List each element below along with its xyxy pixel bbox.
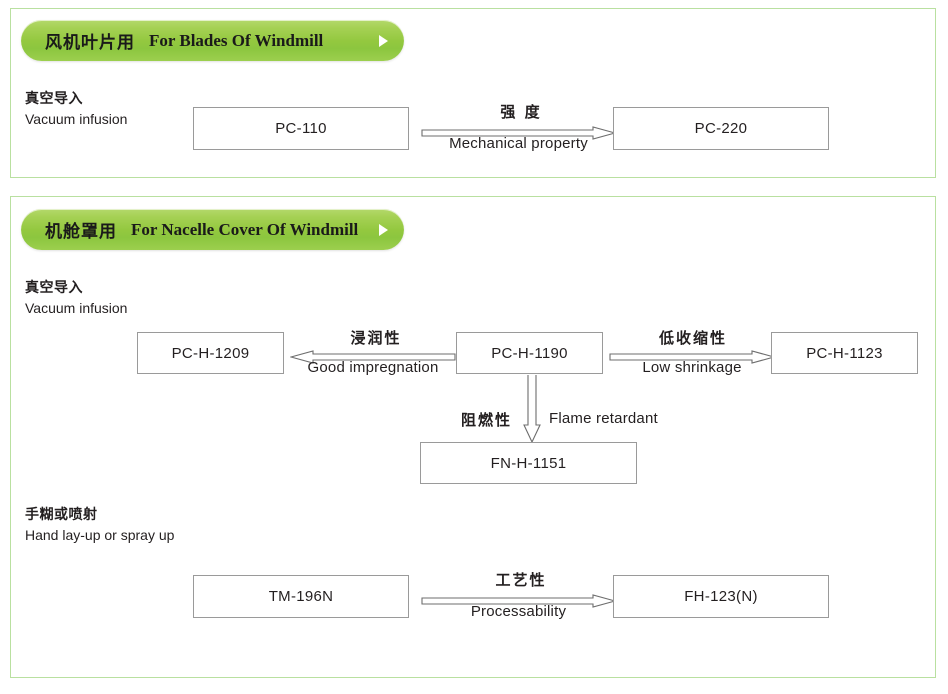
- process-label-en: Vacuum infusion: [25, 300, 128, 317]
- section-header-blades[interactable]: 风机叶片用 For Blades Of Windmill: [21, 20, 404, 61]
- play-triangle-icon: [379, 223, 388, 236]
- section-header-nacelle-label-en: For Nacelle Cover Of Windmill: [131, 219, 359, 239]
- product-box-pc-110[interactable]: PC-110: [193, 107, 409, 150]
- arrow-caption-low-shrinkage-en: Low shrinkage: [642, 359, 742, 376]
- product-box-fn-h-1151[interactable]: FN-H-1151: [420, 442, 637, 484]
- section-header-nacelle[interactable]: 机舱罩用 For Nacelle Cover Of Windmill: [21, 209, 404, 250]
- play-triangle-icon: [379, 34, 388, 47]
- product-box-pc-220[interactable]: PC-220: [613, 107, 829, 150]
- section-panel-nacelle: 机舱罩用 For Nacelle Cover Of Windmill 真空导入 …: [10, 196, 936, 678]
- arrow-left-good-impregnation: [290, 350, 456, 364]
- product-box-tm-196n[interactable]: TM-196N: [193, 575, 409, 618]
- product-box-pc-h-1123[interactable]: PC-H-1123: [771, 332, 918, 374]
- arrow-caption-mechanical-property-cn: 强 度: [500, 103, 542, 121]
- arrow-caption-flame-retardant-cn: 阻燃性: [461, 411, 513, 429]
- section-panel-blades: 风机叶片用 For Blades Of Windmill 真空导入 Vacuum…: [10, 8, 936, 178]
- process-label-cn: 手糊或喷射: [25, 507, 98, 523]
- process-label-vacuum-infusion-blades: 真空导入 Vacuum infusion: [25, 90, 127, 129]
- arrow-caption-flame-retardant-en: Flame retardant: [549, 410, 658, 427]
- section-header-nacelle-label-cn: 机舱罩用: [45, 222, 117, 242]
- section-header-blades-label-cn: 风机叶片用: [45, 33, 135, 53]
- process-label-en: Vacuum infusion: [25, 111, 128, 128]
- arrow-caption-low-shrinkage-cn: 低收缩性: [658, 329, 727, 347]
- arrow-caption-good-impregnation-cn: 浸润性: [350, 329, 402, 347]
- process-label-hand-layup: 手糊或喷射 Hand lay-up or spray up: [25, 506, 174, 545]
- arrow-caption-processability-en: Processability: [470, 603, 567, 620]
- product-box-pc-h-1209[interactable]: PC-H-1209: [137, 332, 284, 374]
- arrow-right-mechanical-property: [421, 126, 616, 140]
- arrow-caption-mechanical-property-en: Mechanical property: [449, 135, 588, 152]
- product-box-fh-123n[interactable]: FH-123(N): [613, 575, 829, 618]
- product-box-pc-h-1190[interactable]: PC-H-1190: [456, 332, 603, 374]
- arrow-right-low-shrinkage: [609, 350, 775, 364]
- section-header-blades-label-en: For Blades Of Windmill: [149, 30, 324, 50]
- process-label-cn: 真空导入: [25, 91, 83, 107]
- arrow-caption-processability-cn: 工艺性: [495, 571, 547, 589]
- arrow-caption-good-impregnation-en: Good impregnation: [307, 359, 439, 376]
- process-label-cn: 真空导入: [25, 280, 83, 296]
- arrow-down-flame-retardant: [522, 375, 542, 443]
- process-label-vacuum-infusion-nacelle: 真空导入 Vacuum infusion: [25, 279, 127, 318]
- process-label-en: Hand lay-up or spray up: [25, 527, 175, 544]
- arrow-right-processability: [421, 594, 616, 608]
